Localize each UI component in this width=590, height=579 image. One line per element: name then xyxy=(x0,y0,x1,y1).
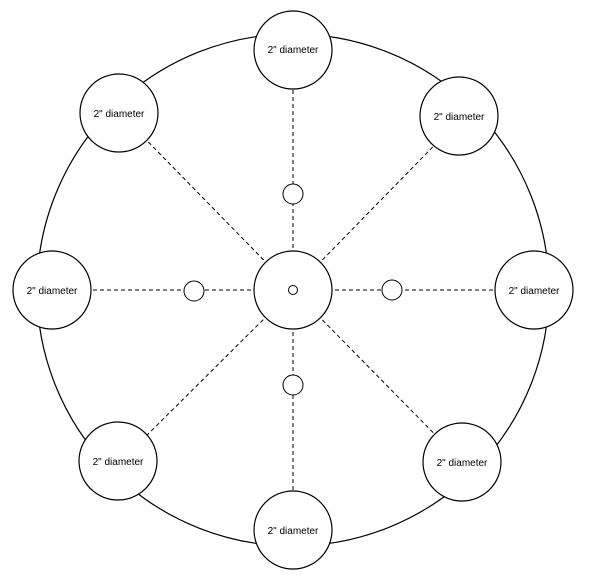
small-hole-right xyxy=(381,279,403,301)
outer-circle-label: 2" diameter xyxy=(434,112,485,123)
outer-circle-label: 2" diameter xyxy=(268,526,319,537)
outer-circle-label: 2" diameter xyxy=(268,45,319,56)
spoke-top-right xyxy=(292,115,464,291)
outer-circle-bottom: 2" diameter xyxy=(253,490,333,570)
outer-circle-label: 2" diameter xyxy=(437,458,488,469)
outer-circle-label: 2" diameter xyxy=(509,286,560,297)
small-hole-top xyxy=(282,183,304,205)
outer-circle-top: 2" diameter xyxy=(253,10,333,90)
outer-circle-bottom-right: 2" diameter xyxy=(422,422,502,502)
outer-circle-label: 2" diameter xyxy=(27,286,78,297)
small-hole-left xyxy=(183,280,205,302)
outer-circle-left: 2" diameter xyxy=(12,250,92,330)
dashed-spokes xyxy=(53,50,533,530)
spoke-bottom-right xyxy=(292,289,464,464)
center-hole xyxy=(288,285,298,295)
outer-circle-top-left: 2" diameter xyxy=(79,73,159,153)
outer-circle-right: 2" diameter xyxy=(494,250,574,330)
outer-circle-bottom-left: 2" diameter xyxy=(78,421,158,501)
spoke-top-left xyxy=(119,112,294,291)
outer-circle-label: 2" diameter xyxy=(93,457,144,468)
outer-circle-label: 2" diameter xyxy=(94,109,145,120)
small-hole-bottom xyxy=(282,374,304,396)
spoke-bottom-left xyxy=(119,289,294,463)
small-holes xyxy=(183,183,403,396)
outer-circle-top-right: 2" diameter xyxy=(419,76,499,156)
